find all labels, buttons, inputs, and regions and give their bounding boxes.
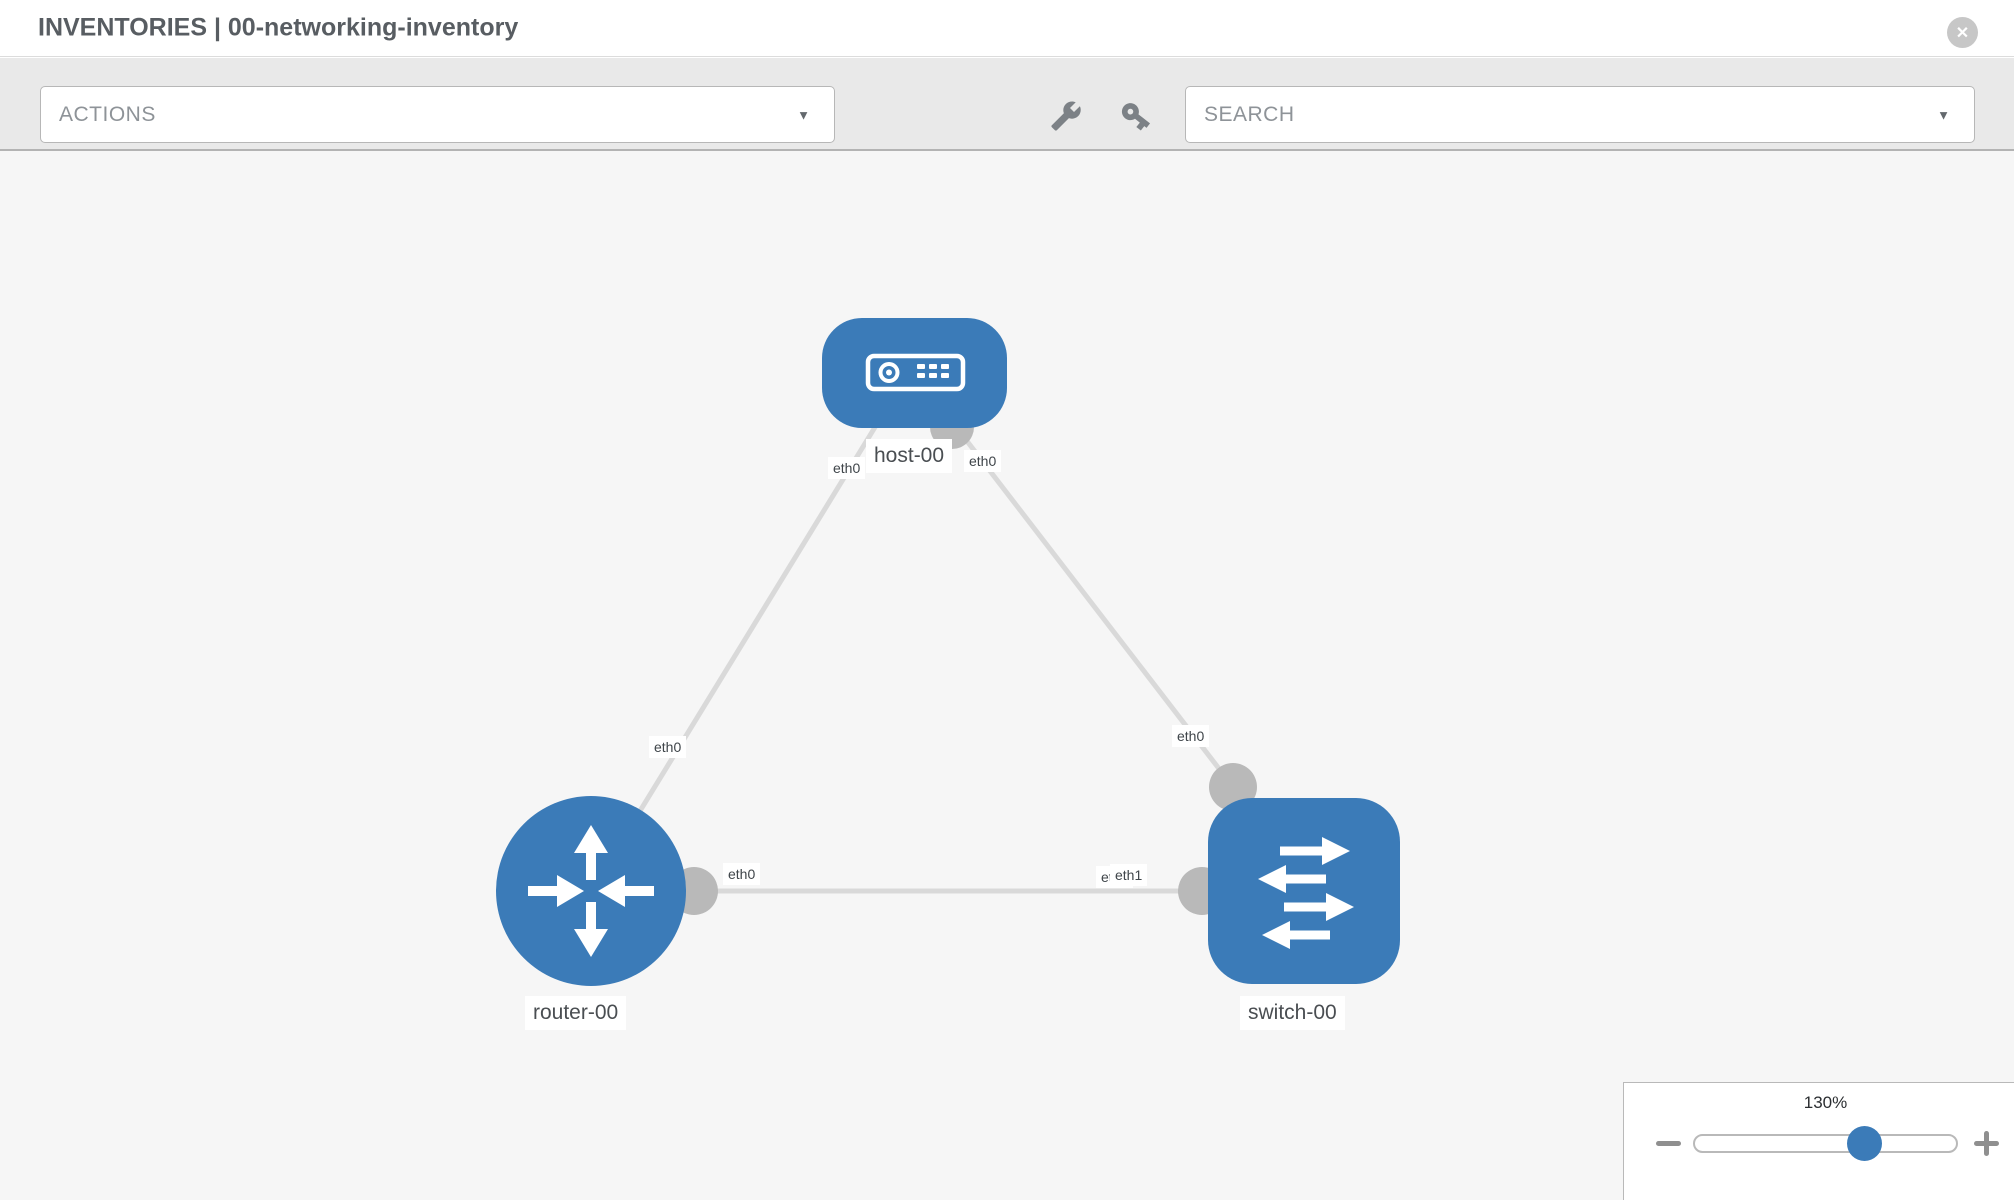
interface-label: eth0 xyxy=(828,457,866,480)
zoom-out-button[interactable] xyxy=(1656,1141,1681,1146)
interface-label: eth0 xyxy=(723,863,761,886)
node-label-host: host-00 xyxy=(866,439,953,474)
zoom-panel: 130% xyxy=(1623,1082,2014,1200)
server-icon xyxy=(865,353,966,392)
close-icon[interactable]: ✕ xyxy=(1947,17,1978,48)
topology-canvas[interactable]: host-00 eth0 eth0 eth0 eth0 eth0 eth0 et… xyxy=(0,151,2014,1200)
interface-label: eth0 xyxy=(649,736,687,759)
close-glyph: ✕ xyxy=(1955,24,1970,42)
node-host-00[interactable] xyxy=(822,318,1007,428)
node-label-router: router-00 xyxy=(525,996,627,1031)
key-icon[interactable] xyxy=(1119,99,1153,138)
chevron-down-icon: ▼ xyxy=(797,107,810,122)
zoom-slider-handle[interactable] xyxy=(1847,1126,1882,1161)
interface-label: eth0 xyxy=(964,450,1002,473)
search-dropdown[interactable]: SEARCH ▼ xyxy=(1185,86,1975,143)
node-router-00[interactable] xyxy=(496,796,686,986)
zoom-slider[interactable] xyxy=(1693,1134,1958,1153)
toolbar: ACTIONS ▼ SEARCH ▼ xyxy=(0,58,2014,151)
actions-dropdown-label: ACTIONS xyxy=(59,102,156,126)
switch-icon xyxy=(1258,837,1354,949)
router-icon xyxy=(528,825,654,957)
zoom-in-button[interactable] xyxy=(1974,1131,1999,1156)
interface-label: eth1 xyxy=(1110,864,1148,887)
page-title: INVENTORIES | 00-networking-inventory xyxy=(38,13,519,42)
zoom-level-value: 130% xyxy=(1803,1093,1848,1112)
topology-svg xyxy=(496,318,1400,986)
breadcrumb-header: INVENTORIES | 00-networking-inventory ✕ xyxy=(0,0,2014,57)
chevron-down-icon: ▼ xyxy=(1937,107,1950,122)
wrench-icon[interactable] xyxy=(1050,100,1082,137)
interface-label: eth0 xyxy=(1172,725,1210,748)
node-label-switch: switch-00 xyxy=(1240,996,1345,1031)
node-switch-00[interactable] xyxy=(1208,798,1400,984)
actions-dropdown[interactable]: ACTIONS ▼ xyxy=(40,86,835,143)
search-dropdown-label: SEARCH xyxy=(1204,102,1295,126)
